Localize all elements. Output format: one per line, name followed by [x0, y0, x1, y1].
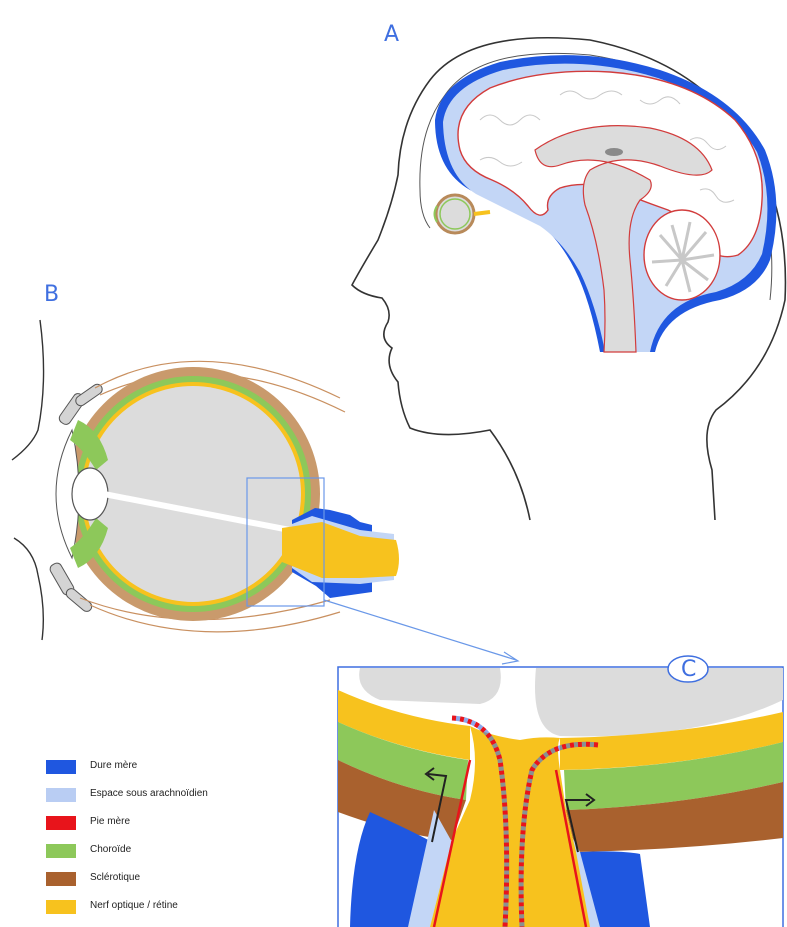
legend-swatch-choroid: [46, 844, 76, 858]
legend-label-choroid: Choroïde: [90, 844, 131, 855]
legend-item-arachnoid: Espace sous arachnoïdien: [46, 786, 246, 814]
panel-label-a: A: [384, 22, 399, 47]
legend-label-arachnoid: Espace sous arachnoïdien: [90, 788, 208, 799]
zoom-arrow: [324, 600, 516, 660]
lens: [72, 468, 108, 520]
legend-swatch-sclera: [46, 872, 76, 886]
legend-label-optic-nerve: Nerf optique / rétine: [90, 900, 178, 911]
head-section-diagram: [352, 38, 785, 520]
vitreous-left: [359, 668, 501, 704]
legend-label-dura: Dure mère: [90, 760, 137, 771]
legend-item-pia: Pie mère: [46, 814, 246, 842]
legend-item-choroid: Choroïde: [46, 842, 246, 870]
upper-eyelid: [12, 320, 44, 460]
legend-item-sclera: Sclérotique: [46, 870, 246, 898]
legend-swatch-pia: [46, 816, 76, 830]
legend-swatch-optic-nerve: [46, 900, 76, 914]
legend-label-pia: Pie mère: [90, 816, 130, 827]
head-eye: [435, 195, 491, 233]
legend: Dure mère Espace sous arachnoïdien Pie m…: [46, 758, 246, 926]
legend-item-optic-nerve: Nerf optique / rétine: [46, 898, 246, 926]
legend-swatch-arachnoid: [46, 788, 76, 802]
legend-item-dura: Dure mère: [46, 758, 246, 786]
legend-swatch-dura: [46, 760, 76, 774]
panel-label-b: B: [44, 282, 59, 307]
lower-eyelid: [14, 538, 43, 640]
zoom-detail-diagram: [338, 656, 783, 927]
panel-label-c: C: [681, 657, 696, 682]
legend-label-sclera: Sclérotique: [90, 872, 140, 883]
cerebellum: [644, 210, 720, 300]
ventricle: [605, 148, 623, 156]
eye-diagram: [12, 320, 518, 664]
